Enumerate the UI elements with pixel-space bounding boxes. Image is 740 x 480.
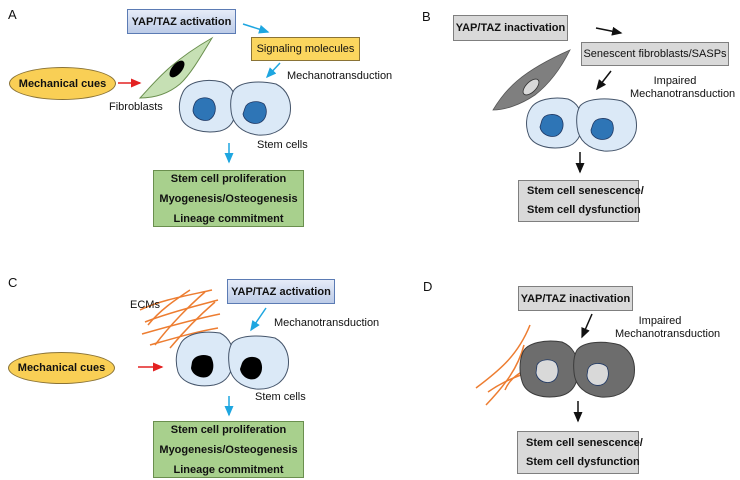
nucleus-right [590,118,614,140]
yap-taz-activation-label: YAP/TAZ activation [131,15,232,28]
ecms-label: ECMs [130,299,160,311]
yap-taz-activation-label: YAP/TAZ activation [231,285,331,298]
nucleus-left [192,97,216,121]
ecm-fiber [475,324,531,389]
senescence-outcome-box: Stem cell senescence/ Stem cell dysfunct… [517,431,643,474]
outcome-box: Stem cell proliferation Myogenesis/Osteo… [153,421,304,478]
outcome-item: Stem cell proliferation [170,172,287,185]
arrow-yap-to-signal [242,23,270,34]
nucleus-black-right [240,356,263,380]
outcome-box: Stem cell proliferation Myogenesis/Osteo… [153,170,304,227]
stem-cells-label: Stem cells [255,391,306,403]
mechanotransduction-label: Mechanotransduction [630,88,736,100]
mechanical-cues-ellipse: Mechanical cues [8,352,115,384]
panel-a-graphics [118,23,291,164]
stem-cells-label: Stem cells [257,139,308,151]
outcome-item: Stem cell dysfunction [527,204,641,216]
arrow-yap-to-cells [250,307,267,332]
panel-label-a: A [8,7,17,22]
mechanotransduction-label: Mechanotransduction [287,70,393,82]
senescence-outcome-box: Stem cell senescence/ Stem cell dysfunct… [518,180,644,222]
arrow-signal-to-cells [265,62,281,79]
ecm-fiber [139,289,213,311]
panel-label-d: D [423,279,433,294]
mechanotransduction-label: Mechanotransduction [615,328,721,340]
senescent-fibroblasts-box: Senescent fibroblasts/SASPs [581,42,729,66]
outcome-item: Lineage commitment [173,463,284,476]
nucleus-light-left [535,359,559,383]
senescent-fibroblast-nucleus [522,78,540,96]
ecm-fiber [154,291,206,346]
impaired-label: Impaired [638,315,682,327]
outcome-item: Stem cell proliferation [170,423,287,436]
signaling-molecules-box: Signaling molecules [251,37,360,61]
fibroblasts-label: Fibroblasts [109,101,163,113]
outcome-item: Stem cell dysfunction [526,455,640,468]
impaired-label: Impaired [653,75,697,87]
yap-taz-inactivation-box: YAP/TAZ inactivation [518,286,633,311]
panel-label-b: B [422,9,431,24]
yap-taz-activation-box: YAP/TAZ activation [227,279,335,304]
yap-taz-inactivation-label: YAP/TAZ inactivation [520,292,631,305]
outcome-item: Myogenesis/Osteogenesis [159,192,298,205]
nucleus-black-left [191,354,214,378]
ecm-fiber [485,344,525,406]
ecm-fiber [147,289,191,326]
mechanotransduction-label: Mechanotransduction [274,317,380,329]
ecm-fiber [169,301,216,349]
mechanical-cues-label: Mechanical cues [18,77,107,90]
panel-label-c: C [8,275,18,290]
ecm-fiber [141,313,221,335]
panel-c-graphics [139,289,221,349]
nucleus-light-right [586,363,609,386]
nucleus-right [242,101,267,124]
nucleus-left [539,114,564,137]
yap-taz-activation-box: YAP/TAZ activation [127,9,236,34]
mechanical-cues-label: Mechanical cues [17,362,106,374]
outcome-item: Lineage commitment [173,212,284,225]
outcome-item: Stem cell senescence/ [527,185,644,197]
arrow-inactivation-to-senescent [595,26,623,36]
senescent-fibroblasts-label: Senescent fibroblasts/SASPs [583,48,727,60]
arrow-inactivation-to-cells [581,313,593,339]
panel-b-graphics [492,26,637,174]
mechanical-cues-ellipse: Mechanical cues [9,67,116,100]
fibroblast-nucleus [169,60,185,78]
panel-c-cells [138,307,289,417]
yap-taz-inactivation-box: YAP/TAZ inactivation [453,15,568,41]
signaling-molecules-label: Signaling molecules [256,43,355,55]
panel-d-cells [519,313,635,423]
arrow-senescent-to-cells [596,70,612,91]
outcome-item: Stem cell senescence/ [526,436,643,449]
yap-taz-inactivation-label: YAP/TAZ inactivation [455,22,566,34]
outcome-item: Myogenesis/Osteogenesis [159,443,298,456]
